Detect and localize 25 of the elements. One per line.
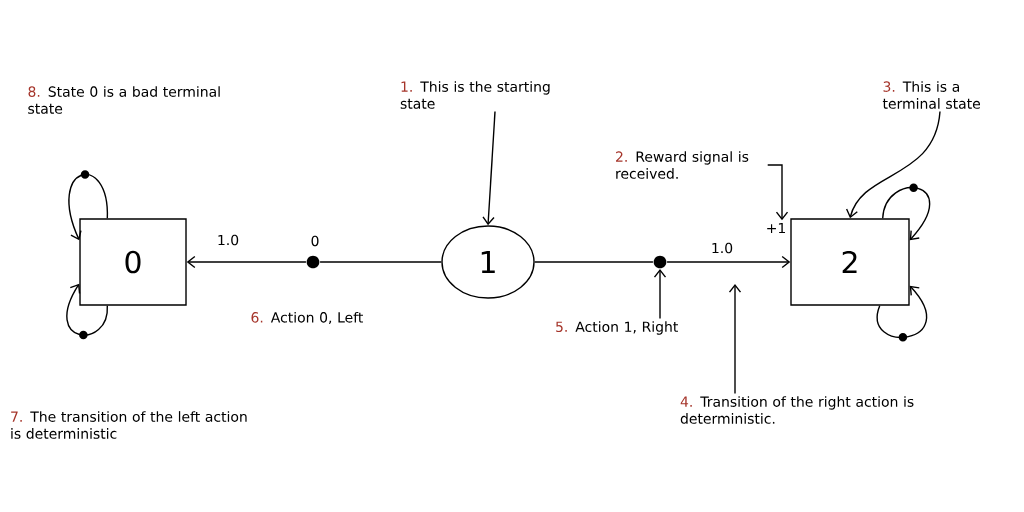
leader-arrow [845,110,941,219]
annotation-text: 6. Action 0, Left [251,311,363,325]
leader-arrow [728,284,742,395]
edge-label: 1.0 [709,241,735,255]
loop-arrow [876,285,927,342]
leader-arrow [482,110,496,226]
annotation-text: 2. Reward signal is received. [616,151,749,179]
leader-arrow [767,164,789,221]
leader-arrow [653,269,667,320]
edge-label: 1.0 [215,233,241,247]
action-label: 0 [311,235,319,247]
annotation-text: 3. This is a terminal state [882,81,980,109]
state-box: 0 [79,218,187,306]
state-box: 2 [790,218,910,306]
annotation-text: 8. State 0 is a bad terminal state [28,86,220,114]
loop-arrow [66,283,108,340]
transition-arrow [666,255,791,269]
transition-arrow [186,255,307,269]
annotation-text: 7. The transition of the left action is deterministic [11,411,247,439]
annotation-text: 5. Action 1, Right [556,321,678,335]
annotation-text: 1. This is the starting state [400,81,550,109]
annotation-text: 4. Transition of the right action is deterministic. [680,396,914,424]
reward-label: +1 [767,222,785,234]
loop-arrow [882,183,931,241]
loop-arrow [68,170,108,241]
